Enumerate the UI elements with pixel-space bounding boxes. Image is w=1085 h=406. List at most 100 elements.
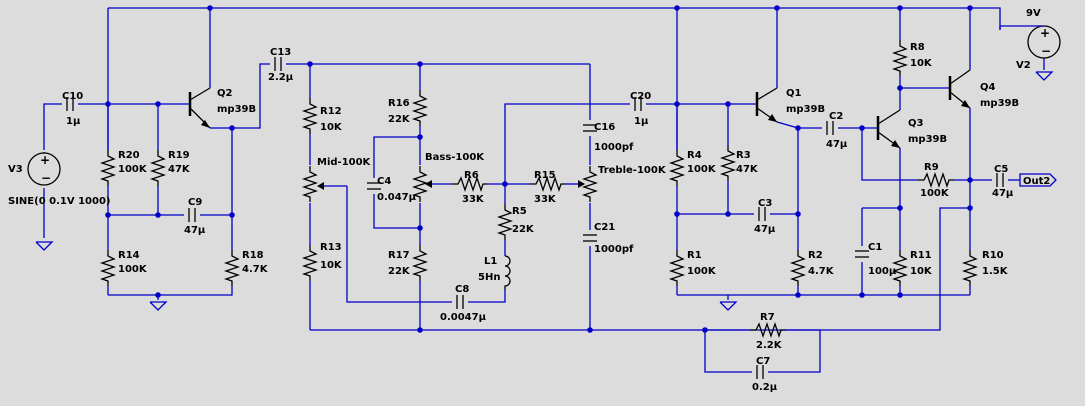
transistor-model: mp39B xyxy=(908,134,947,145)
resistor-r19: R19 47K xyxy=(151,149,191,187)
voltage-source-v2: +− 9V V2 xyxy=(999,8,1061,71)
capacitor-c20: C20 1µ xyxy=(630,91,651,127)
resistor-name: R3 xyxy=(736,150,751,161)
resistor-value: 10K xyxy=(320,260,343,271)
wires xyxy=(43,7,1045,373)
resistor-value: 47K xyxy=(736,164,759,175)
transistor-name: Q4 xyxy=(980,82,996,93)
potentiometer-treble: Treble-100K xyxy=(578,165,667,203)
resistor-value: 100K xyxy=(687,266,717,277)
resistor-name: R7 xyxy=(760,312,775,323)
resistor-r2: R2 4.7K xyxy=(791,249,835,287)
resistor-value: 22K xyxy=(512,224,535,235)
ground-icon xyxy=(35,241,53,251)
ground-icon xyxy=(1035,71,1053,81)
inductor-name: L1 xyxy=(484,256,497,267)
resistor-value: 100K xyxy=(920,188,950,199)
capacitor-name: C9 xyxy=(188,197,202,208)
resistor-value: 33K xyxy=(534,194,557,205)
svg-text:−: − xyxy=(41,171,51,185)
capacitor-value: 1µ xyxy=(634,116,649,127)
resistor-name: R19 xyxy=(168,150,190,161)
capacitor-c7: C7 0.2µ xyxy=(752,356,778,393)
resistor-r5: R5 22K xyxy=(498,203,535,241)
resistor-value: 100K xyxy=(687,164,717,175)
transistor-name: Q3 xyxy=(908,118,924,129)
resistor-r10: R10 1.5K xyxy=(963,249,1009,287)
resistor-value: 22K xyxy=(388,266,411,277)
resistor-name: R4 xyxy=(687,150,702,161)
capacitor-value: 47µ xyxy=(754,224,776,235)
inductor-value: 5Hn xyxy=(478,272,500,283)
resistor-name: R1 xyxy=(687,250,702,261)
resistor-value: 10K xyxy=(910,266,933,277)
inductor-l1: L1 5Hn xyxy=(478,255,511,290)
resistor-name: R20 xyxy=(118,150,140,161)
resistor-value: 22K xyxy=(388,114,411,125)
capacitor-name: C2 xyxy=(829,111,843,122)
capacitor-value: 100µ xyxy=(868,266,897,277)
resistor-r3: R3 47K xyxy=(721,144,759,182)
svg-text:−: − xyxy=(1041,44,1051,58)
resistor-value: 4.7K xyxy=(808,266,835,277)
resistor-value: 2.2K xyxy=(756,340,783,351)
svg-text:+: + xyxy=(1040,26,1050,40)
resistor-name: R15 xyxy=(534,170,556,181)
resistor-name: R2 xyxy=(808,250,823,261)
resistor-name: R12 xyxy=(320,106,342,117)
resistor-name: R11 xyxy=(910,250,932,261)
resistor-name: R10 xyxy=(982,250,1004,261)
resistor-r17: R17 22K xyxy=(388,244,427,282)
capacitor-c13: C13 2.2µ xyxy=(268,47,294,83)
capacitor-value: 47µ xyxy=(992,188,1014,199)
capacitor-value: 0.047µ xyxy=(377,192,417,203)
voltage-source-v3: +− V3 SINE(0 0.1V 1000) xyxy=(8,152,110,207)
pot-label: Bass-100K xyxy=(425,152,485,163)
resistor-name: R18 xyxy=(242,250,264,261)
capacitor-name: C20 xyxy=(630,91,651,102)
capacitor-name: C13 xyxy=(270,47,291,58)
ground-icon xyxy=(149,301,167,311)
capacitor-name: C7 xyxy=(756,356,770,367)
capacitor-c4: C4 0.047µ xyxy=(366,176,417,203)
source-value: SINE(0 0.1V 1000) xyxy=(8,196,110,207)
capacitor-name: C1 xyxy=(868,242,882,253)
capacitor-value: 0.2µ xyxy=(752,382,778,393)
resistor-name: R16 xyxy=(388,98,410,109)
transistor-q1: Q1 mp39B xyxy=(755,87,825,123)
resistor-r9: R9 100K xyxy=(917,162,955,199)
output-label: Out2 xyxy=(1023,176,1050,187)
output-port: Out2 xyxy=(1019,173,1057,187)
resistor-r13: R13 10K xyxy=(303,242,343,282)
resistor-r4: R4 100K xyxy=(670,149,717,187)
resistor-value: 33K xyxy=(462,194,485,205)
capacitor-value: 1µ xyxy=(66,116,81,127)
resistor-r15: R15 33K xyxy=(529,170,567,205)
capacitor-c2: C2 47µ xyxy=(826,111,848,150)
capacitor-c5: C5 47µ xyxy=(992,164,1014,199)
resistor-r11: R11 10K xyxy=(893,249,933,287)
capacitor-name: C10 xyxy=(62,91,83,102)
resistor-r6: R6 33K xyxy=(451,170,489,205)
resistor-name: R13 xyxy=(320,242,342,253)
resistor-r8: R8 10K xyxy=(893,39,933,77)
pot-label: Mid-100K xyxy=(317,157,372,168)
resistor-value: 10K xyxy=(320,122,343,133)
source-value: 9V xyxy=(1026,8,1041,19)
resistor-r20: R20 100K xyxy=(101,149,148,187)
capacitor-name: C3 xyxy=(758,198,772,209)
resistor-r7: R7 2.2K xyxy=(749,312,787,351)
capacitor-c21: C21 1000pf xyxy=(582,222,634,255)
resistor-value: 4.7K xyxy=(242,264,269,275)
resistor-r14: R14 100K xyxy=(101,249,148,287)
capacitor-name: C21 xyxy=(594,222,615,233)
pot-label: Treble-100K xyxy=(598,165,667,176)
transistor-q2: Q2 mp39B xyxy=(188,87,256,129)
resistor-name: R6 xyxy=(464,170,479,181)
resistor-value: 100K xyxy=(118,164,148,175)
transistor-q4: Q4 mp39B xyxy=(948,69,1019,109)
resistor-r1: R1 100K xyxy=(670,249,717,287)
resistor-value: 47K xyxy=(168,164,191,175)
capacitor-name: C16 xyxy=(594,122,615,133)
transistor-name: Q1 xyxy=(786,88,802,99)
